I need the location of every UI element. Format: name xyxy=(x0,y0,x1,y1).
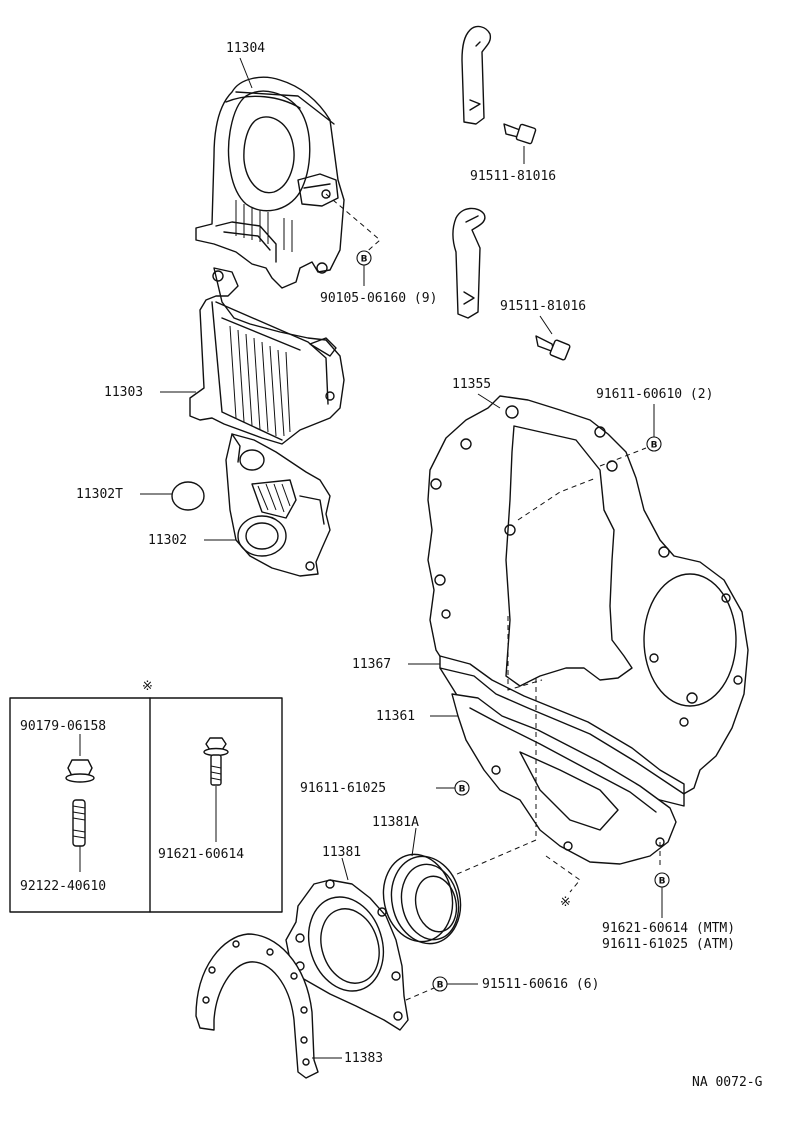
label-91621-60614-mtm: 91621-60614 (MTM) xyxy=(602,921,735,936)
dash-gasket-1 xyxy=(507,616,543,691)
label-11367: 11367 xyxy=(352,657,391,672)
middle-timing-cover xyxy=(189,267,345,445)
oil-seal-retainer-11381 xyxy=(285,879,409,1031)
dash-retainer-bolt xyxy=(405,987,435,1001)
callout-b-letter: B xyxy=(659,877,666,887)
dash-gasket-2 xyxy=(419,678,537,891)
stud-bolt-icon xyxy=(72,799,86,847)
label-91611-61025: 91611-61025 xyxy=(300,781,386,796)
label-91511-60616: 91511-60616 (6) xyxy=(482,977,599,992)
wire-clamp-mid xyxy=(452,207,486,319)
flange-nut-icon xyxy=(65,759,95,783)
label-11302T: 11302T xyxy=(76,487,123,502)
callout-b-letter: B xyxy=(437,981,444,991)
leader-11304 xyxy=(239,57,253,89)
ref-star: ※ xyxy=(560,895,571,910)
callout-b-letter: B xyxy=(651,441,658,451)
label-11355: 11355 xyxy=(452,377,491,392)
dash-gasket-3 xyxy=(545,855,581,893)
dash-plate-bolt-2 xyxy=(517,477,597,521)
upper-timing-cover xyxy=(195,76,345,289)
bolt-top-icon xyxy=(503,123,537,145)
leader-11355 xyxy=(477,393,501,409)
bolt-mid-icon xyxy=(535,335,571,361)
label-90105-06160: 90105-06160 (9) xyxy=(320,291,437,306)
label-11381: 11381 xyxy=(322,845,361,860)
label-11361: 11361 xyxy=(376,709,415,724)
label-11302: 11302 xyxy=(148,533,187,548)
inset-label-bolt: 91621-60614 xyxy=(158,847,244,862)
leader-11381A xyxy=(411,827,417,857)
gasket-11383 xyxy=(195,933,319,1079)
callout-b-letter: B xyxy=(459,785,466,795)
drawing-code: NA 0072-G xyxy=(692,1075,763,1090)
oil-seal-11381A xyxy=(382,853,462,945)
wire-clamp-top xyxy=(461,25,492,125)
leader-11381 xyxy=(341,857,349,881)
label-11383: 11383 xyxy=(344,1051,383,1066)
callout-b-letter: B xyxy=(361,255,368,265)
inset-label-nut: 90179-06158 xyxy=(20,719,106,734)
gasket-11361 xyxy=(451,693,677,865)
label-11381A: 11381A xyxy=(372,815,419,830)
inset-label-stud: 92122-40610 xyxy=(20,879,106,894)
label-91611-61025-atm: 91611-61025 (ATM) xyxy=(602,937,735,952)
lower-timing-cover xyxy=(225,433,331,577)
label-91511-81016-top: 91511-81016 xyxy=(470,169,556,184)
inset-star: ※ xyxy=(142,679,153,694)
inset-box xyxy=(9,697,283,913)
label-11304: 11304 xyxy=(226,41,265,56)
label-91611-60610: 91611-60610 (2) xyxy=(596,387,713,402)
label-91511-81016-mid: 91511-81016 xyxy=(500,299,586,314)
label-11303: 11303 xyxy=(104,385,143,400)
flange-bolt-icon xyxy=(203,737,229,786)
plug-11302T xyxy=(171,481,205,511)
leader-bolt-mid xyxy=(539,315,553,335)
